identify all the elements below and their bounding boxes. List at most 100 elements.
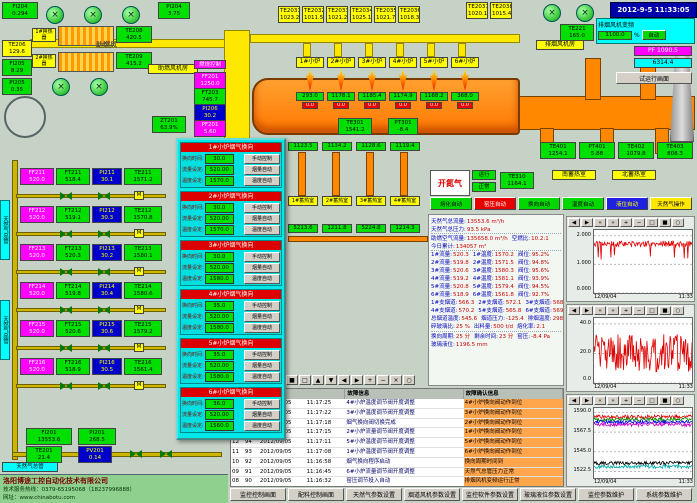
pv-value-field[interactable]: 35.0 <box>204 349 234 360</box>
temp-setpoint-field[interactable]: 1560.0 <box>204 420 234 431</box>
valve-icon[interactable] <box>98 268 110 277</box>
valve-icon[interactable] <box>60 382 72 391</box>
chart-tool-button[interactable]: » <box>607 396 619 405</box>
chart-tool-button[interactable]: − <box>633 396 645 405</box>
nav-button[interactable]: 监控软件参数设置 <box>462 488 518 501</box>
flow-auto-button[interactable]: 烟量自动 <box>244 311 280 322</box>
log-tool-button[interactable]: − <box>377 375 389 385</box>
trend-plot[interactable] <box>593 317 693 384</box>
log-tool-button[interactable]: ◀ <box>338 375 350 385</box>
log-tool-button[interactable]: ■ <box>286 375 298 385</box>
chart-tool-button[interactable]: « <box>594 218 606 227</box>
flow-setpoint-field[interactable]: 520.00 <box>204 262 234 273</box>
flow-setpoint-field[interactable]: 520.00 <box>204 311 234 322</box>
temp-setpoint-field[interactable]: 1570.0 <box>204 224 234 235</box>
log-row[interactable]: 12 94 2012/09/05 11:17:11 5#小炉温度调节阀开度调整 … <box>231 438 563 448</box>
log-row[interactable]: 09 91 2012/09/05 11:16:45 6#小炉流量调节阀开度调整 … <box>231 467 563 478</box>
log-tool-button[interactable]: ▼ <box>325 375 337 385</box>
valve-icon[interactable] <box>160 450 172 459</box>
valve-icon[interactable] <box>60 192 72 201</box>
log-tool-button[interactable]: ▶ <box>351 375 363 385</box>
temp-setpoint-field[interactable]: 1580.0 <box>204 371 234 382</box>
valve-icon[interactable] <box>98 344 110 353</box>
chart-tool-button[interactable]: − <box>633 306 645 315</box>
status-button[interactable]: 换向自动 <box>518 197 560 210</box>
flow-auto-button[interactable]: 烟量自动 <box>244 360 280 371</box>
status-button[interactable]: 天然气操作 <box>650 197 692 210</box>
temp-setpoint-field[interactable]: 1580.0 <box>204 322 234 333</box>
flow-setpoint-field[interactable]: 520.00 <box>204 164 234 175</box>
flow-setpoint-field[interactable]: 520.00 <box>204 360 234 371</box>
valve-icon[interactable] <box>60 230 72 239</box>
chart-tool-button[interactable]: − <box>633 218 645 227</box>
nav-button[interactable]: 玻璃液位参数设置 <box>520 488 576 501</box>
chart-tool-button[interactable]: » <box>607 306 619 315</box>
pv-value-field[interactable]: 30.0 <box>204 251 234 262</box>
log-tool-button[interactable]: ○ <box>403 375 415 385</box>
valve-icon[interactable] <box>130 450 142 459</box>
log-tool-button[interactable]: × <box>390 375 402 385</box>
temp-auto-button[interactable]: 温度自动 <box>244 273 280 284</box>
chart-tool-button[interactable]: □ <box>646 396 658 405</box>
pv-value-field[interactable]: 30.0 <box>204 153 234 164</box>
chart-tool-button[interactable]: + <box>620 218 632 227</box>
chart-tool-button[interactable]: » <box>607 218 619 227</box>
valve-icon[interactable] <box>98 306 110 315</box>
valve-icon[interactable] <box>60 268 72 277</box>
temp-auto-button[interactable]: 温度自动 <box>244 224 280 235</box>
nav-button[interactable]: 监控控制画面 <box>230 488 286 501</box>
nav-button[interactable]: 烟道风机参数设置 <box>404 488 460 501</box>
chart-tool-button[interactable]: ▶ <box>581 306 593 315</box>
chart-tool-button[interactable]: ▶ <box>581 396 593 405</box>
status-button[interactable]: 窑压自动 <box>474 197 516 210</box>
temp-auto-button[interactable]: 温度自动 <box>244 322 280 333</box>
manual-control-button[interactable]: 手动控制 <box>244 202 280 213</box>
trend-plot[interactable] <box>593 407 693 479</box>
valve-icon[interactable] <box>60 306 72 315</box>
chart-tool-button[interactable]: ■ <box>659 218 671 227</box>
chart-tool-button[interactable]: ○ <box>672 396 684 405</box>
log-row[interactable]: 08 90 2012/09/05 11:16:32 窑压调节投入自动 排烟风机变… <box>231 477 563 486</box>
fan-auto-button[interactable]: 自动 <box>641 30 666 40</box>
chart-tool-button[interactable]: « <box>594 396 606 405</box>
status-button[interactable]: 液位自动 <box>606 197 648 210</box>
valve-icon[interactable] <box>60 344 72 353</box>
valve-icon[interactable] <box>98 230 110 239</box>
manual-control-button[interactable]: 手动控制 <box>244 153 280 164</box>
flow-auto-button[interactable]: 烟量自动 <box>244 164 280 175</box>
temp-setpoint-field[interactable]: 1580.0 <box>204 273 234 284</box>
chart-tool-button[interactable]: ◀ <box>568 218 580 227</box>
chart-tool-button[interactable]: ○ <box>672 306 684 315</box>
chart-tool-button[interactable]: □ <box>646 306 658 315</box>
nav-button[interactable]: 监控参数维护 <box>578 488 634 501</box>
nav-button[interactable]: 天然气参数设置 <box>346 488 402 501</box>
temp-auto-button[interactable]: 温度自动 <box>244 175 280 186</box>
nitrogen-alarm-box[interactable]: 开氮气 <box>430 170 470 196</box>
flow-setpoint-field[interactable]: 520.00 <box>204 409 234 420</box>
status-button[interactable]: 温度自动 <box>562 197 604 210</box>
chart-tool-button[interactable]: + <box>620 306 632 315</box>
manual-control-button[interactable]: 手动控制 <box>244 349 280 360</box>
flow-auto-button[interactable]: 烟量自动 <box>244 262 280 273</box>
log-tool-button[interactable]: □ <box>299 375 311 385</box>
chart-tool-button[interactable]: « <box>594 306 606 315</box>
chart-tool-button[interactable]: ◀ <box>568 306 580 315</box>
chart-tool-button[interactable]: ■ <box>659 306 671 315</box>
flow-setpoint-field[interactable]: 520.00 <box>204 213 234 224</box>
manual-control-button[interactable]: 手动控制 <box>244 398 280 409</box>
log-tool-button[interactable]: ▲ <box>312 375 324 385</box>
trend-plot[interactable] <box>593 229 693 294</box>
chart-tool-button[interactable]: □ <box>646 218 658 227</box>
chart-tool-button[interactable]: ▶ <box>581 218 593 227</box>
chart-tool-button[interactable]: ◀ <box>568 396 580 405</box>
temp-setpoint-field[interactable]: 1570.0 <box>204 175 234 186</box>
nav-button[interactable]: 系统参数维护 <box>636 488 692 501</box>
chart-tool-button[interactable]: ■ <box>659 396 671 405</box>
pv-value-field[interactable]: 36.0 <box>204 398 234 409</box>
chart-tool-button[interactable]: ○ <box>672 218 684 227</box>
temp-auto-button[interactable]: 温度自动 <box>244 371 280 382</box>
manual-control-button[interactable]: 手动控制 <box>244 300 280 311</box>
pv-value-field[interactable]: 35.0 <box>204 300 234 311</box>
flow-auto-button[interactable]: 烟量自动 <box>244 409 280 420</box>
manual-control-button[interactable]: 手动控制 <box>244 251 280 262</box>
